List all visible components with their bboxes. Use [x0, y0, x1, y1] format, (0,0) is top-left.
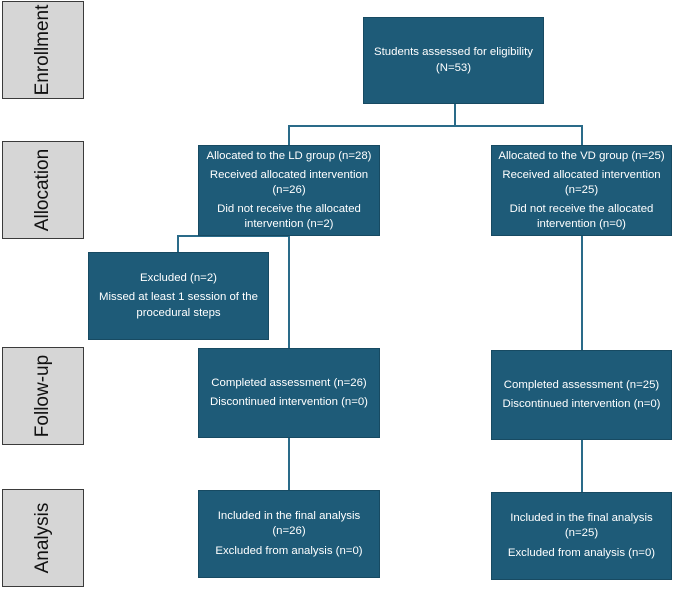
- eligibility-line-1: Students assessed for eligibility: [374, 46, 533, 59]
- eligibility-line-2: (N=53): [435, 61, 472, 74]
- vd-received-line-2: (n=25): [564, 183, 599, 196]
- excluded-box: Excluded (n=2) Missed at least 1 session…: [88, 252, 269, 340]
- ld-not-received-line-2: intervention (n=2): [244, 218, 334, 231]
- vd-discontinued-text: Discontinued intervention (n=0): [502, 398, 661, 410]
- excluded-line-3: procedural steps: [136, 306, 221, 319]
- vd-not-received-line-1: Did not receive the allocated: [509, 203, 654, 216]
- vd-excluded-analysis-text: Excluded from analysis (n=0): [507, 546, 656, 559]
- vd-completed-text: Completed assessment (n=25): [503, 378, 660, 391]
- vd-included-line-2: (n=25): [564, 527, 599, 540]
- ld-followup-box: Completed assessment (n=26) Discontinued…: [198, 348, 380, 438]
- ld-discontinued-text: Discontinued intervention (n=0): [210, 396, 368, 408]
- vd-followup-box: Completed assessment (n=25) Discontinued…: [491, 350, 672, 440]
- vd-received-line-1: Received allocated intervention: [502, 168, 661, 181]
- excluded-line-1: Excluded (n=2): [140, 272, 217, 285]
- stage-label-enrollment: Enrollment: [2, 1, 84, 99]
- ld-received-line-2: (n=26): [272, 183, 306, 196]
- ld-included-line-2: (n=26): [272, 525, 306, 538]
- ld-not-received-line-1: Did not receive the allocated: [217, 203, 361, 216]
- stage-label-analysis: Analysis: [2, 489, 84, 587]
- vd-allocation-box: Allocated to the VD group (n=25) Receive…: [491, 145, 672, 236]
- stage-label-analysis-text: Analysis: [32, 502, 53, 574]
- vd-included-line-1: Included in the final analysis: [510, 512, 653, 525]
- stage-label-enrollment-text: Enrollment: [32, 4, 53, 96]
- ld-received-line-1: Received allocated intervention: [209, 168, 369, 181]
- stage-label-follow-up-text: Follow-up: [32, 354, 53, 438]
- ld-allocation-box: Allocated to the LD group (n=28) Receive…: [198, 145, 380, 236]
- vd-not-received-line-2: intervention (n=0): [537, 218, 626, 231]
- ld-analysis-box: Included in the final analysis (n=26) Ex…: [198, 490, 380, 578]
- stage-label-allocation-text: Allocation: [32, 148, 53, 232]
- ld-excluded-analysis-text: Excluded from analysis (n=0): [215, 544, 363, 557]
- eligibility-box: Students assessed for eligibility (N=53): [363, 17, 544, 104]
- excluded-line-2: Missed at least 1 session of the: [99, 291, 258, 304]
- vd-allocated-text: Allocated to the VD group (n=25): [498, 149, 665, 162]
- ld-completed-text: Completed assessment (n=26): [211, 376, 367, 389]
- stage-label-allocation: Allocation: [2, 141, 84, 239]
- stage-label-follow-up: Follow-up: [2, 347, 84, 445]
- ld-allocated-text: Allocated to the LD group (n=28): [206, 149, 372, 162]
- vd-analysis-box: Included in the final analysis (n=25) Ex…: [491, 492, 672, 580]
- ld-included-line-1: Included in the final analysis: [217, 510, 361, 523]
